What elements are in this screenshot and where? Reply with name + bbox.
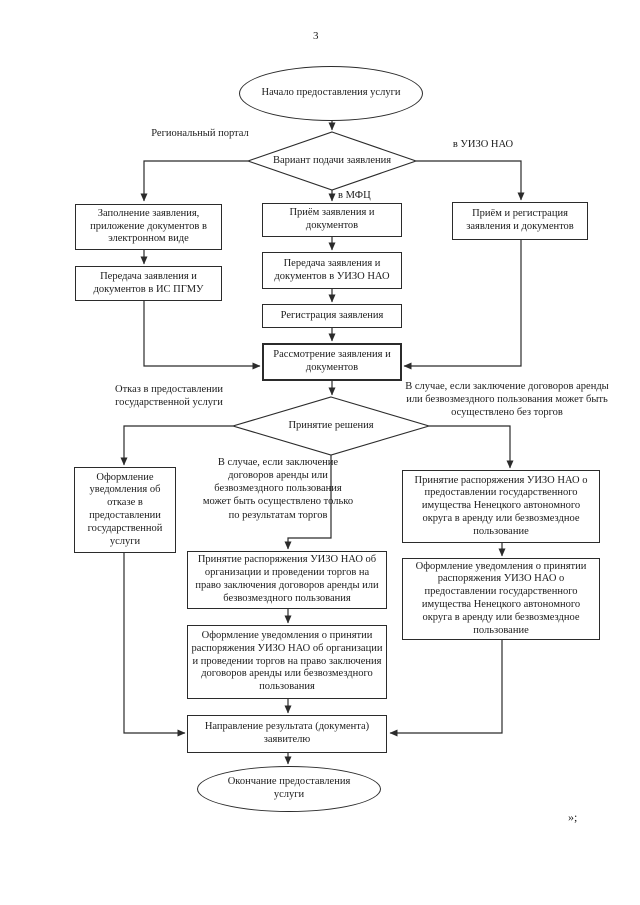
process-provision-notice: Оформление уведомления о принятии распор… xyxy=(402,558,600,640)
process-transfer-pgmu: Передача заявления и документов в ИС ПГМ… xyxy=(75,266,222,301)
branch-label-uizo-nao: в УИЗО НАО xyxy=(452,139,514,150)
label-tender-only-outcome: В случае, если заключение договоров арен… xyxy=(202,457,354,521)
label-without-tender-outcome: В случае, если заключение договоров арен… xyxy=(405,381,609,419)
process-register-application: Регистрация заявления xyxy=(262,304,402,328)
process-accept-documents: Приём заявления и документов xyxy=(262,203,402,237)
connector-refusal-to-result xyxy=(123,553,186,737)
process-refusal-notice: Оформление уведомления об отказе в предо… xyxy=(74,467,176,553)
connector-decision-to-refusal xyxy=(120,425,233,466)
connector-variant-to-uizo xyxy=(416,160,525,201)
final-decision-label: Принятие решения xyxy=(288,419,374,431)
process-provision-order: Принятие распоряжения УИЗО НАО о предост… xyxy=(402,470,600,543)
connector-variant-to-portal xyxy=(140,160,248,202)
process-review: Рассмотрение заявления и документов xyxy=(262,343,402,381)
process-send-result: Направление результата (документа) заяви… xyxy=(187,715,387,753)
branch-label-mfc: в МФЦ xyxy=(338,190,371,201)
process-tender-order: Принятие распоряжения УИЗО НАО об органи… xyxy=(187,551,387,609)
process-transfer-uizo: Передача заявления и документов в УИЗО Н… xyxy=(262,252,402,289)
process-accept-register: Приём и регистрация заявления и документ… xyxy=(452,202,588,240)
label-refusal-outcome: Отказ в предоставлении государственной у… xyxy=(115,384,223,409)
variant-decision-shape xyxy=(246,131,418,191)
process-tender-notice: Оформление уведомления о принятии распор… xyxy=(187,625,387,699)
connector-portal-to-review xyxy=(143,301,261,370)
end-terminator: Окончание предоставления услуги xyxy=(197,766,381,812)
branch-label-regional-portal: Региональный портал xyxy=(151,128,249,139)
connector-uizo-to-review xyxy=(403,240,522,370)
connector-provision-notice-to-result xyxy=(389,640,503,737)
connector-decision-to-tender xyxy=(284,455,332,550)
page-number: 3 xyxy=(313,30,319,42)
variant-decision-label: Вариант подачи заявления xyxy=(272,154,392,166)
start-terminator: Начало предоставления услуги xyxy=(239,66,423,121)
process-fill-application: Заполнение заявления, приложение докумен… xyxy=(75,204,222,250)
connector-decision-to-provision xyxy=(429,425,514,469)
closing-quote-mark: »; xyxy=(568,810,578,824)
final-decision-shape xyxy=(231,396,431,456)
